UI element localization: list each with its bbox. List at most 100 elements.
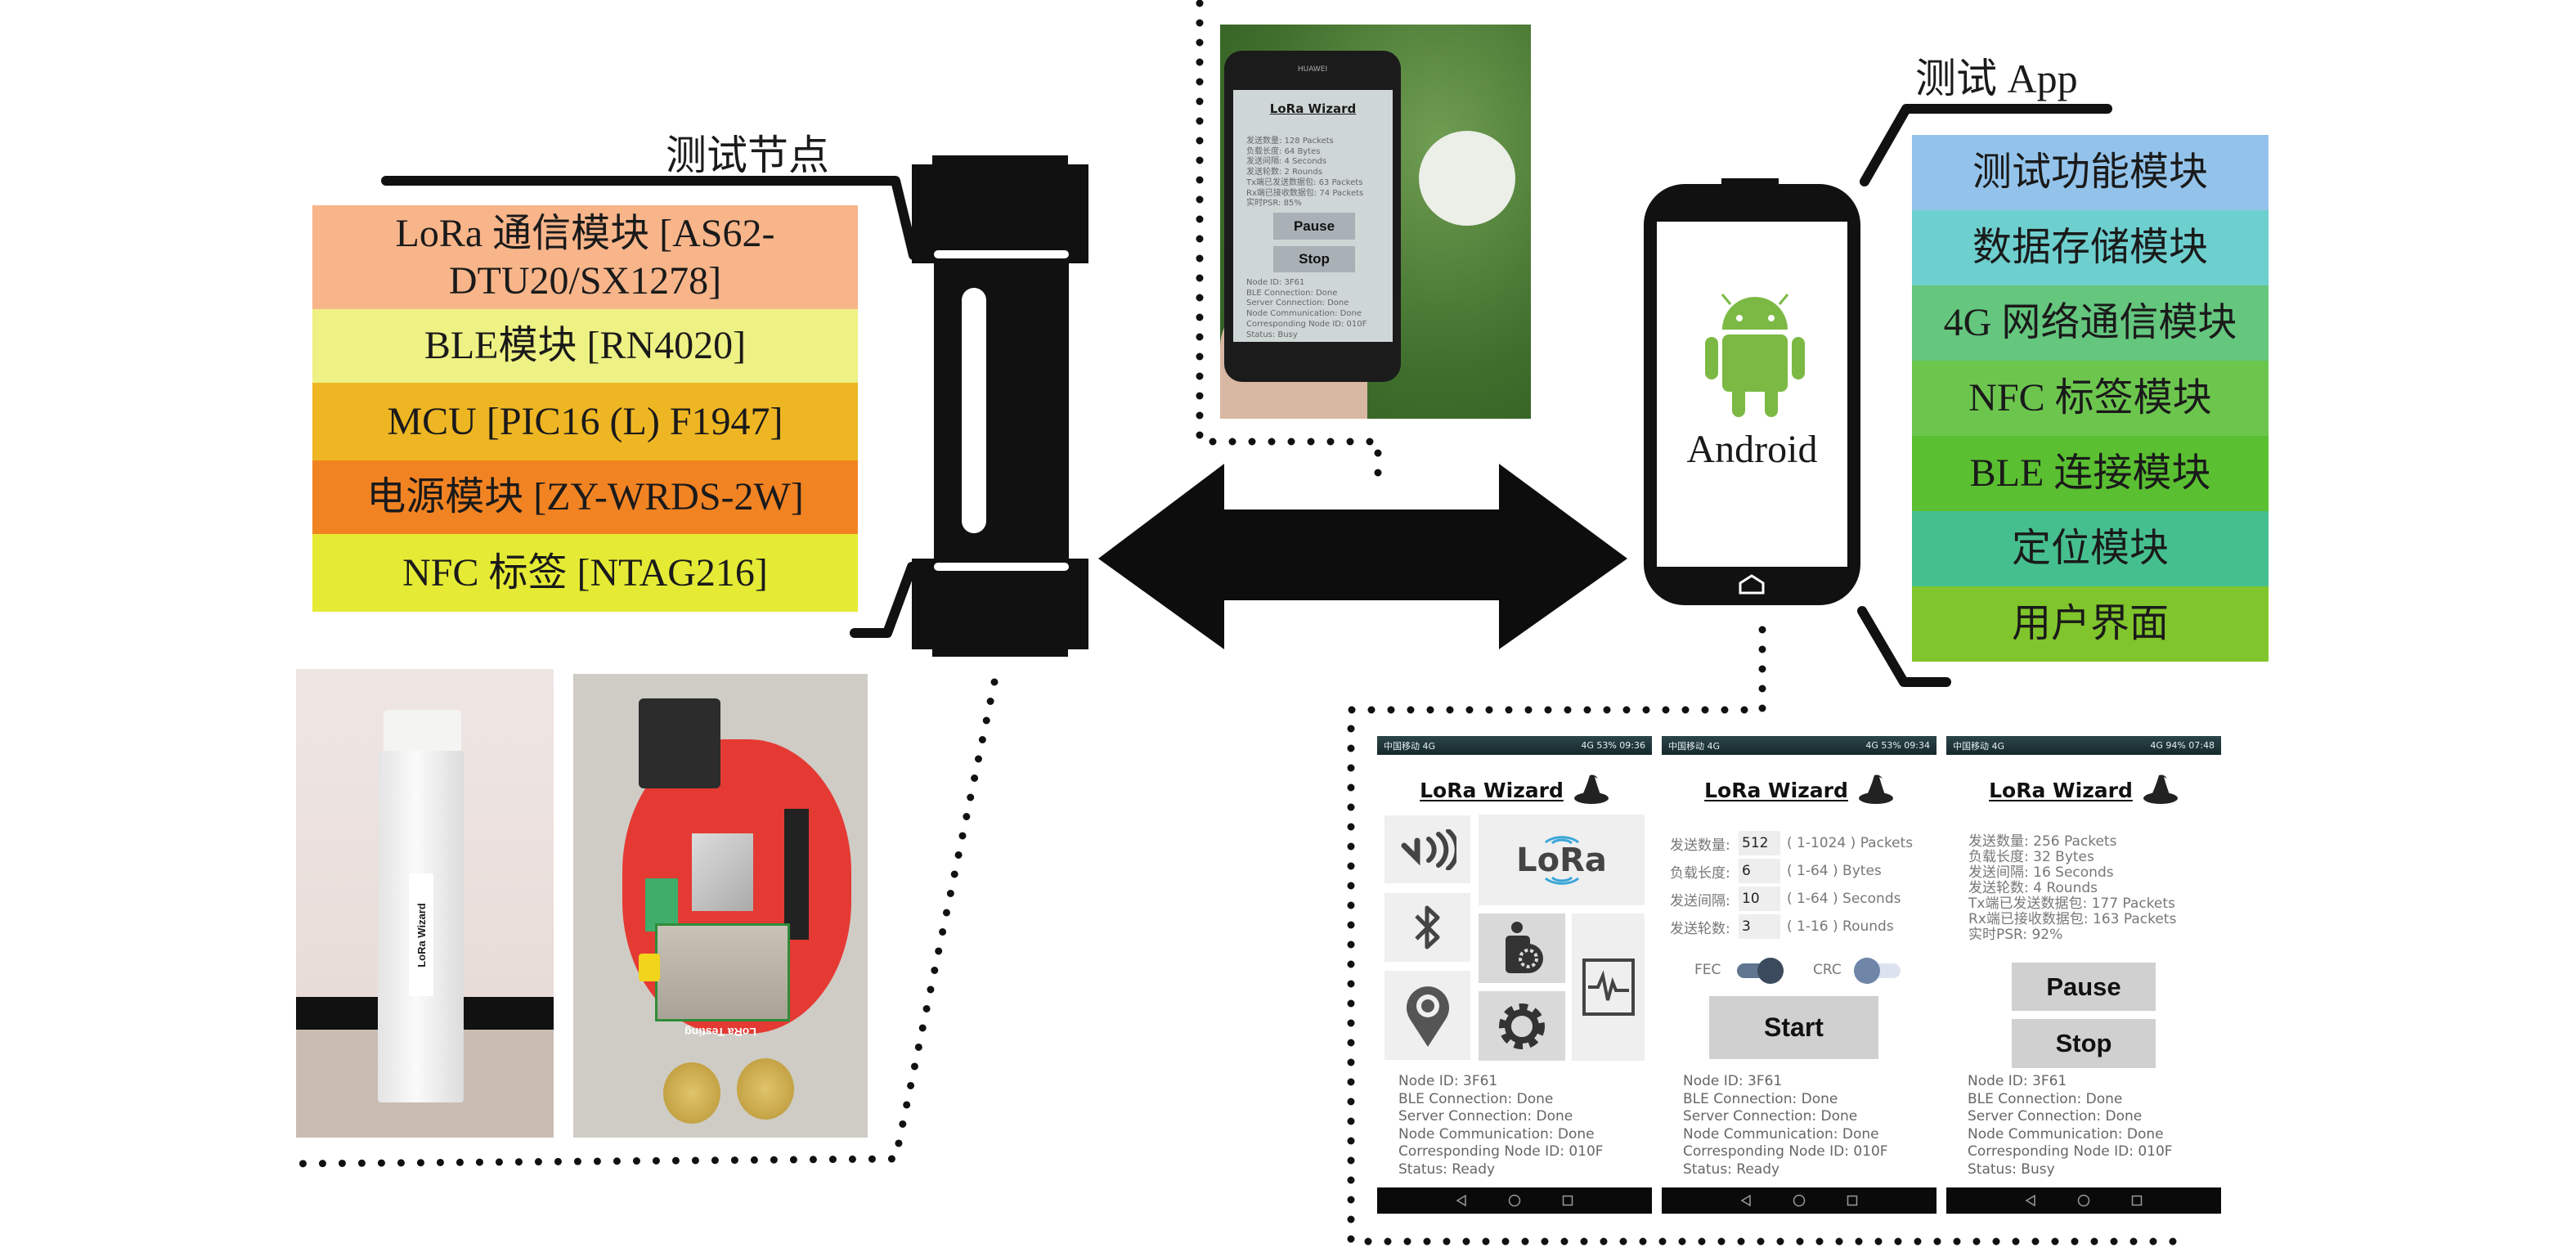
stat-line: 负载长度: 32 Bytes	[1968, 849, 2094, 865]
bidirectional-arrow	[1098, 464, 1627, 649]
app-module: 4G 网络通信模块	[1912, 285, 2269, 361]
app-module: 用户界面	[1912, 586, 2269, 662]
lora-tile[interactable]: LoRa	[1479, 815, 1645, 905]
serial-connector	[639, 698, 720, 788]
stat-line: 负载长度: 64 Bytes	[1246, 146, 1321, 156]
back-icon[interactable]	[1456, 1195, 1467, 1206]
field-label: 发送间隔:	[1670, 892, 1730, 909]
info-line: Node Communication: Done	[1398, 1125, 1595, 1143]
field-label: 发送数量:	[1670, 837, 1730, 854]
field-label: 负载长度:	[1670, 864, 1730, 882]
stat-line: Rx端已接收数据包: 163 Packets	[1968, 911, 2177, 927]
settings-tile[interactable]	[1479, 991, 1565, 1061]
nfc-tile[interactable]	[1384, 815, 1470, 883]
monitor-tile[interactable]	[1572, 914, 1645, 1061]
pause-button[interactable]: Pause	[2012, 963, 2156, 1011]
nav-bar	[1946, 1187, 2221, 1214]
home-button-icon	[1739, 574, 1765, 595]
status-bar: 中国移动 4G 4G 53% 09:36	[1377, 736, 1652, 755]
location-tile[interactable]	[1384, 971, 1470, 1060]
start-button[interactable]: Start	[1709, 996, 1878, 1059]
lora-signal-icon	[1544, 835, 1579, 844]
info-line: Node Communication: Done	[1246, 309, 1362, 319]
nfc-icon	[1401, 828, 1456, 870]
info-line: Corresponding Node ID: 010F	[1683, 1143, 1888, 1160]
app-title: LoRa Wizard	[1704, 778, 1848, 802]
info-line: Node ID: 3F61	[1398, 1073, 1498, 1089]
field-input[interactable]: 512	[1739, 831, 1780, 855]
recents-icon[interactable]	[2131, 1195, 2143, 1206]
tube-label: LoRa Wizard	[415, 902, 428, 967]
back-icon[interactable]	[1740, 1195, 1752, 1206]
carrier-text: 中国移动 4G	[1953, 740, 2005, 752]
nav-bar	[1662, 1187, 1936, 1214]
stat-line: 发送数量: 256 Packets	[1968, 833, 2117, 850]
info-line: BLE Connection: Done	[1398, 1090, 1554, 1107]
app-module: BLE 连接模块	[1912, 436, 2269, 511]
info-line: BLE Connection: Done	[1683, 1090, 1838, 1107]
home-icon[interactable]	[1508, 1194, 1521, 1207]
field-input[interactable]: 3	[1739, 914, 1780, 939]
recents-icon[interactable]	[1562, 1195, 1573, 1206]
node-module: NFC 标签 [NTAG216]	[312, 534, 858, 612]
field-input[interactable]: 6	[1739, 859, 1780, 883]
fec-label: FEC	[1694, 962, 1721, 978]
battery-time-text: 4G 53% 09:36	[1581, 740, 1645, 751]
lora-logo: LoRa	[1516, 841, 1607, 879]
node-title: 测试节点	[666, 132, 829, 178]
app-header: LoRa Wizard	[1662, 772, 1936, 808]
app-module: 测试功能模块	[1912, 135, 2269, 210]
recents-icon[interactable]	[1847, 1195, 1858, 1206]
lora-module	[655, 923, 790, 1021]
fec-toggle[interactable]	[1737, 958, 1784, 984]
carrier-text: 中国移动 4G	[1668, 740, 1721, 752]
form-row: 发送数量:512( 1-1024 ) Packets	[1670, 831, 1913, 855]
node-module: 电源模块 [ZY-WRDS-2W]	[312, 460, 858, 534]
info-line: Corresponding Node ID: 010F	[1398, 1143, 1604, 1160]
carrier-text: 中国移动 4G	[1384, 740, 1436, 752]
lora-signal-icon	[1544, 876, 1579, 885]
android-label: Android	[1686, 428, 1818, 471]
stat-line: 实时PSR: 85%	[1246, 199, 1302, 209]
field-stop-button[interactable]: Stop	[1273, 246, 1355, 272]
app-title: LoRa Wizard	[1989, 778, 2133, 802]
home-icon[interactable]	[1793, 1194, 1806, 1207]
field-input[interactable]: 10	[1739, 887, 1780, 911]
info-line: Status: Busy	[1246, 330, 1298, 339]
coin	[737, 1058, 794, 1120]
android-robot-icon	[1705, 294, 1805, 417]
node-module: BLE模块 [RN4020]	[312, 309, 858, 383]
crc-toggle[interactable]	[1854, 958, 1901, 984]
info-line: Node ID: 3F61	[1968, 1073, 2067, 1089]
pcb-label: LoRa Testing	[684, 1026, 756, 1039]
field-range: ( 1-64 ) Bytes	[1787, 863, 1882, 879]
back-icon[interactable]	[2025, 1195, 2036, 1206]
field-pause-button[interactable]: Pause	[1273, 213, 1355, 240]
app-header: LoRa Wizard	[1377, 772, 1652, 808]
battery-time-text: 4G 94% 07:48	[2150, 740, 2215, 751]
user-settings-tile[interactable]	[1479, 914, 1565, 983]
home-icon[interactable]	[2077, 1194, 2090, 1207]
node-module: LoRa 通信模块 [AS62-DTU20/SX1278]	[312, 205, 858, 309]
node-enclosure-photo: LoRa Wizard	[296, 669, 554, 1138]
bluetooth-tile[interactable]	[1384, 893, 1470, 962]
info-line: Server Connection: Done	[1246, 299, 1349, 308]
field-app-title: LoRa Wizard	[1269, 101, 1357, 116]
field-label: 发送轮数:	[1670, 920, 1730, 937]
stat-line: 发送数量: 128 Packets	[1246, 137, 1334, 146]
info-line: Status: Busy	[1968, 1160, 2055, 1178]
info-line: Server Connection: Done	[1398, 1108, 1573, 1125]
bluetooth-icon	[1414, 905, 1439, 949]
stop-button[interactable]: Stop	[2012, 1019, 2156, 1068]
wizard-hat-icon	[1573, 772, 1609, 808]
terminal-block	[645, 878, 678, 932]
